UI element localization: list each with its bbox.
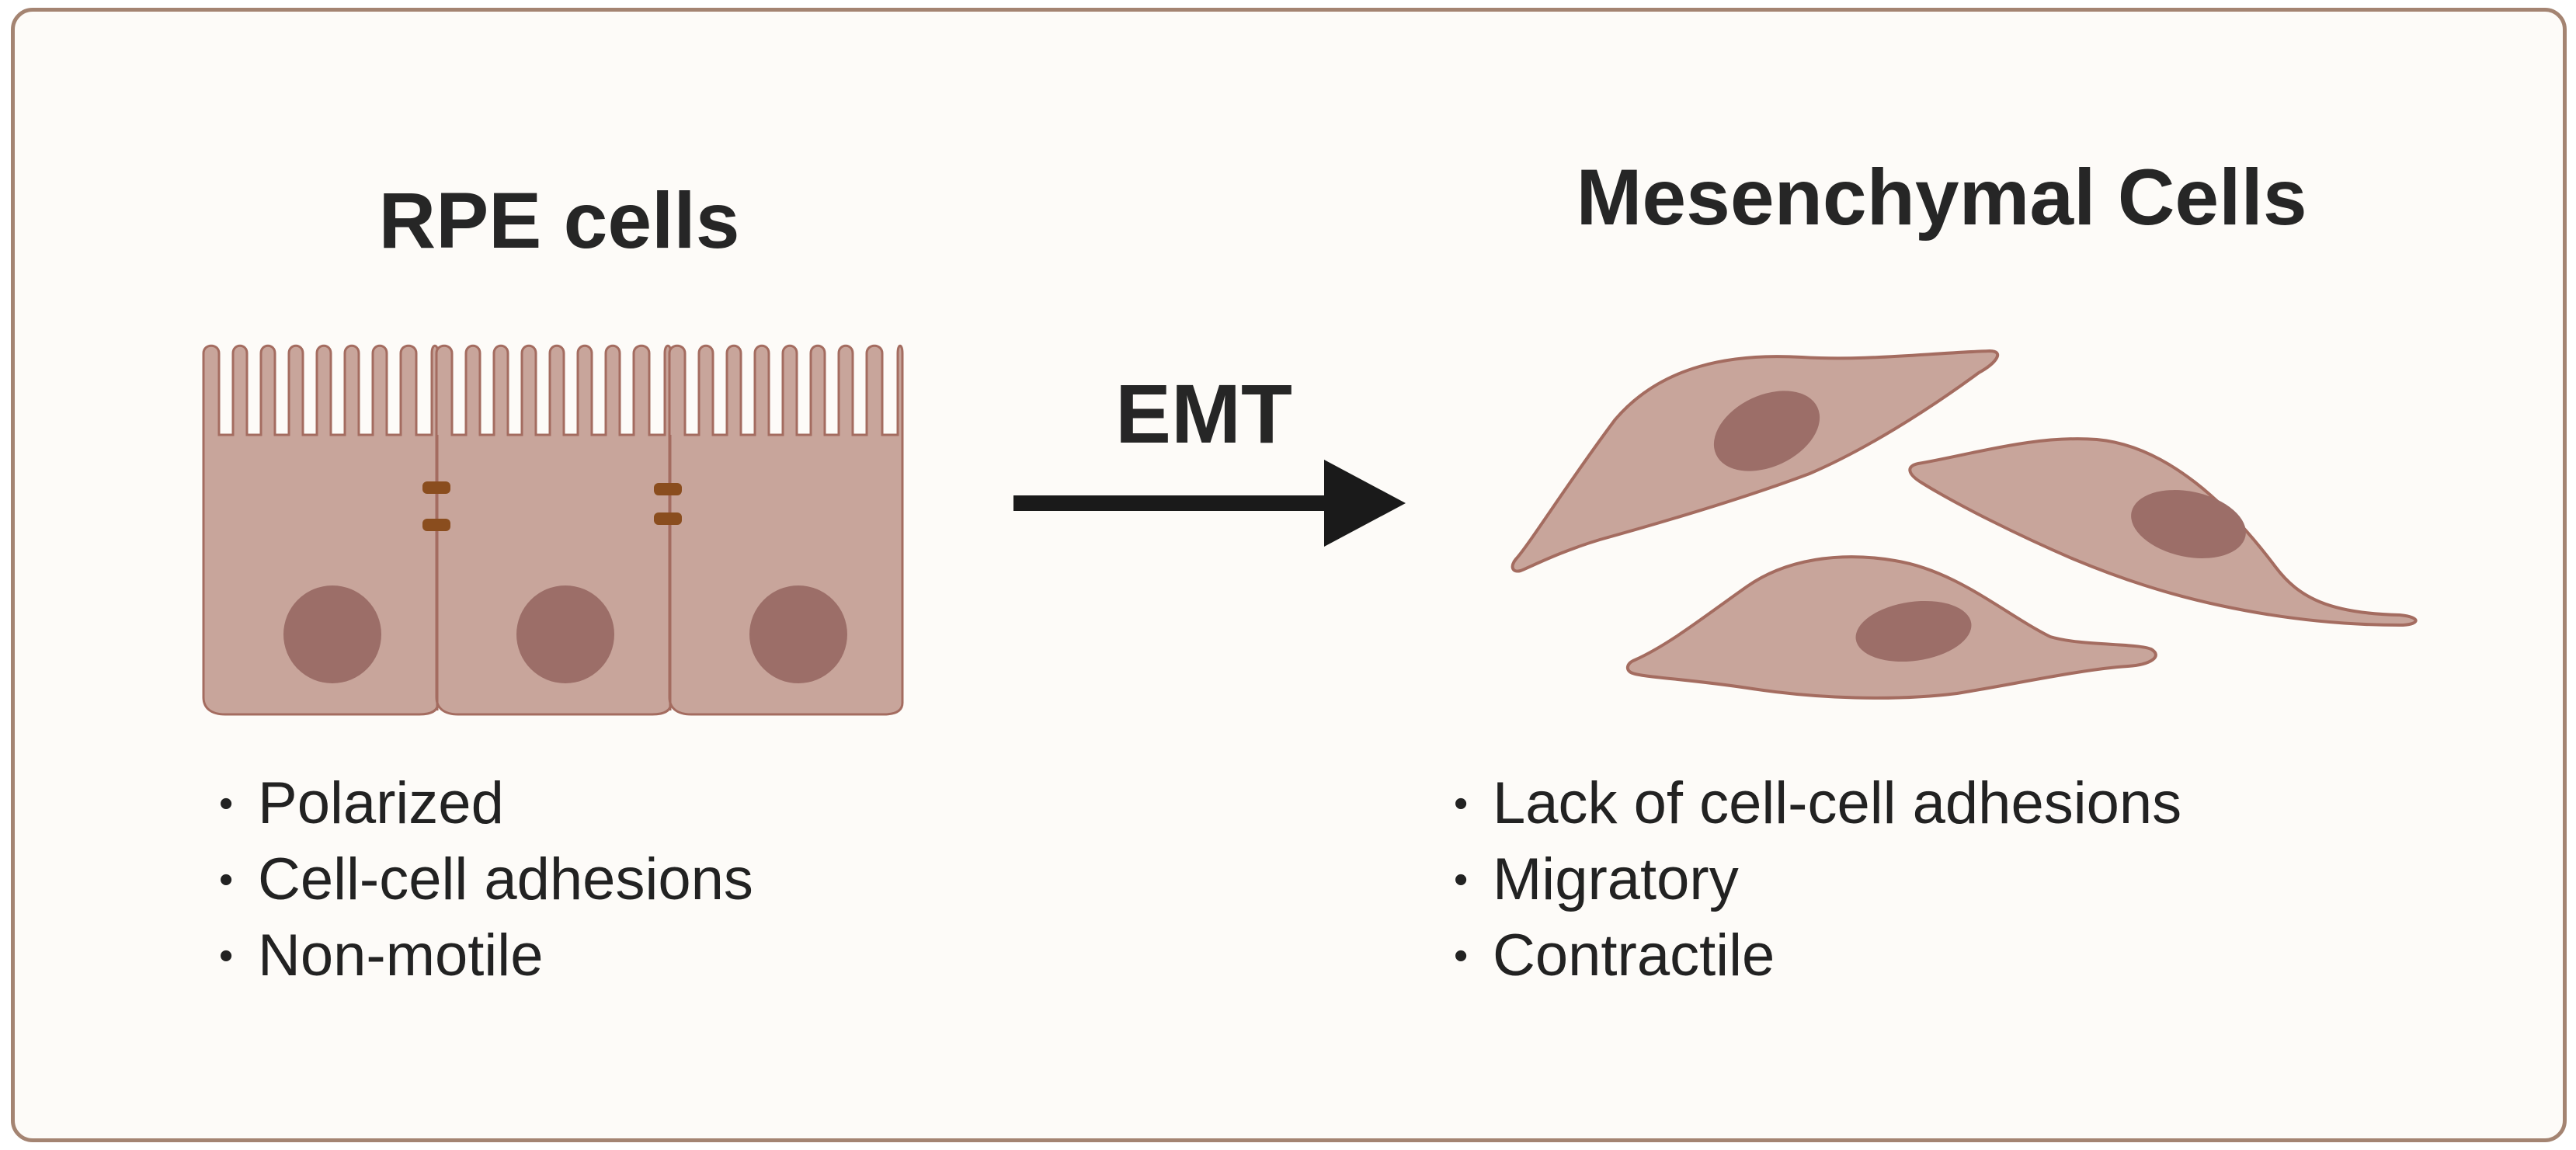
rpe-title: RPE cells (378, 176, 740, 265)
mesenchymal-nucleus (1713, 391, 1820, 471)
rpe-feature-list: Polarized Cell-cell adhesions Non-motile (219, 766, 753, 994)
rpe-feature-item: Polarized (219, 766, 753, 842)
mesenchymal-feature-list: Lack of cell-cell adhesions Migratory Co… (1454, 766, 2181, 994)
emt-label: EMT (1115, 367, 1292, 460)
mesenchymal-cells (1510, 349, 2418, 700)
mesenchymal-nucleus (1855, 600, 1972, 662)
mesenchymal-feature-item: Lack of cell-cell adhesions (1454, 766, 2181, 842)
rpe-cell-layer (202, 344, 904, 716)
rpe-nucleus (516, 585, 614, 683)
rpe-nucleus (749, 585, 847, 683)
rpe-nucleus (283, 585, 381, 683)
tight-junction (422, 519, 450, 531)
mesenchymal-feature-item: Contractile (1454, 918, 2181, 994)
tight-junction (422, 481, 450, 494)
mesenchymal-title: Mesenchymal Cells (1576, 153, 2307, 241)
mesenchymal-feature-item: Migratory (1454, 842, 2181, 918)
rpe-feature-item: Cell-cell adhesions (219, 842, 753, 918)
rpe-feature-item: Non-motile (219, 918, 753, 994)
mesenchymal-nucleus (2131, 490, 2246, 558)
emt-arrow (1013, 460, 1406, 547)
tight-junction (654, 512, 682, 525)
tight-junction (654, 483, 682, 495)
